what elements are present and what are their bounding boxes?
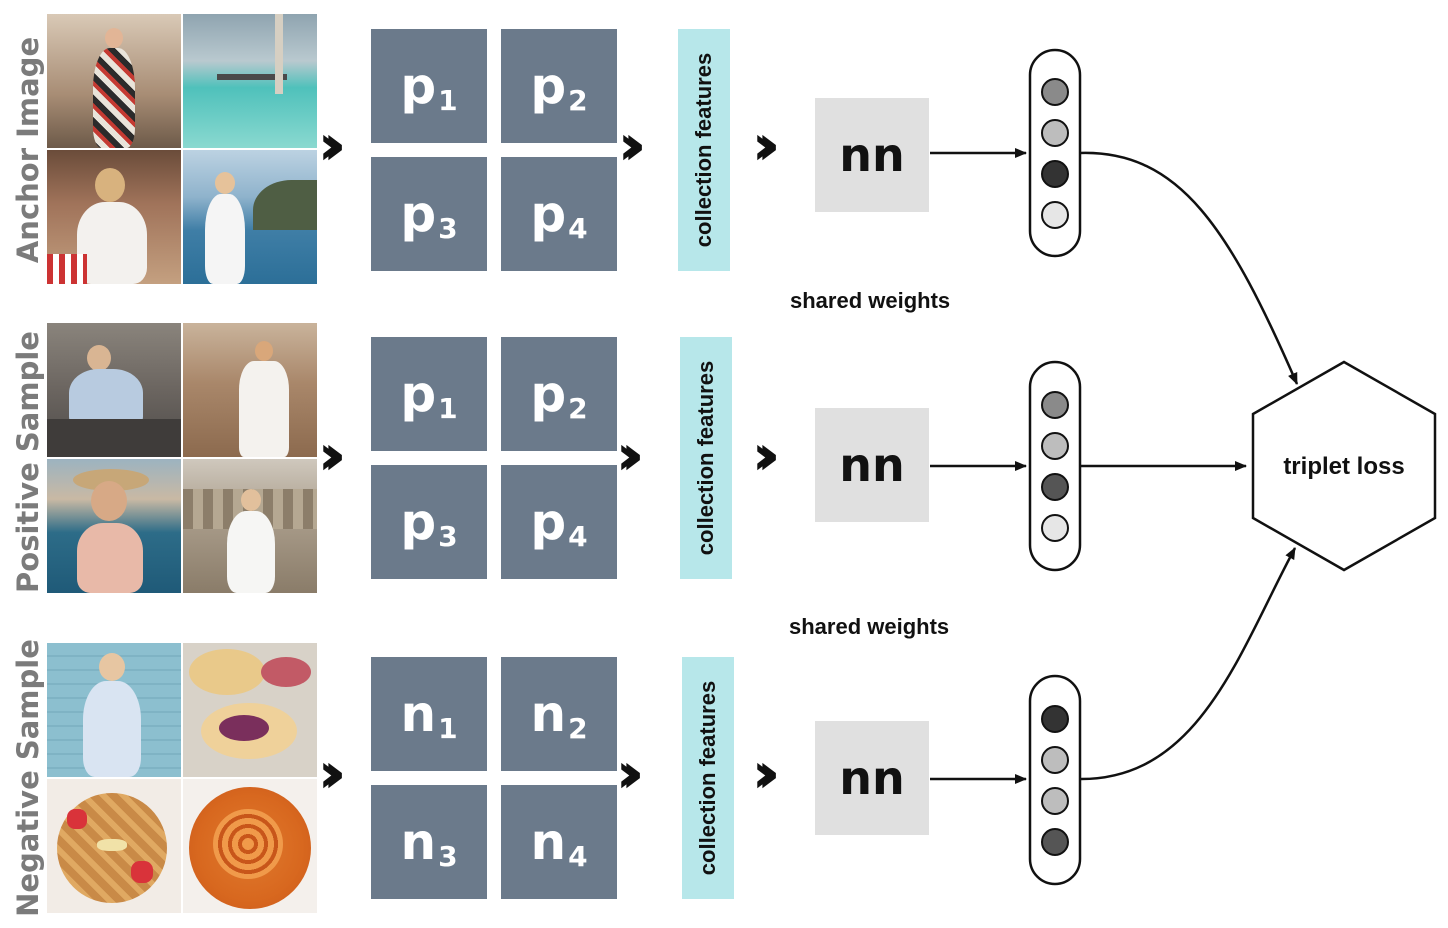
embedding-node [1041,705,1069,733]
positive-collage [47,323,317,593]
positive-photo-1 [47,323,181,457]
negative-photo-2 [183,643,317,777]
shared-weights-label-1: shared weights [790,288,951,313]
anchor-photo-4 [183,150,317,284]
negative-to-loss-arrow [1079,547,1297,781]
embedding-node [1041,201,1069,229]
embedding-node [1041,473,1069,501]
anchor-photo-3 [47,150,181,284]
triplet-loss-hexagon [1251,360,1437,572]
embedding-node [1041,828,1069,856]
negative-collage [47,643,317,913]
embedding-node [1041,78,1069,106]
embedding-node [1041,746,1069,774]
triplet-loss-label: triplet loss [1283,453,1404,480]
collection-features-positive: collection features [680,337,732,579]
anchor-to-loss-arrow [1079,151,1299,385]
anchor-photo-2 [183,14,317,148]
shared-weights-label-2: shared weights [789,614,950,639]
collection-features-negative: collection features [682,657,734,899]
nn-box-negative: nn [815,721,929,835]
negative-photo-1 [47,643,181,777]
embedding-nodes-positive [1041,391,1069,542]
embedding-node [1041,160,1069,188]
positive-photo-2 [183,323,317,457]
embedding-node [1041,514,1069,542]
nn-box-anchor: nn [815,98,929,212]
positive-photo-3 [47,459,181,593]
embedding-node [1041,787,1069,815]
embedding-node [1041,119,1069,147]
anchor-collage [47,14,317,284]
embedding-node [1041,432,1069,460]
anchor-photo-1 [47,14,181,148]
positive-photo-4 [183,459,317,593]
nn-box-positive: nn [815,408,929,522]
embedding-nodes-negative [1041,705,1069,856]
embedding-node [1041,391,1069,419]
negative-photo-4 [183,779,317,913]
collection-features-anchor: collection features [678,29,730,271]
embedding-nodes-anchor [1041,78,1069,229]
negative-photo-3 [47,779,181,913]
